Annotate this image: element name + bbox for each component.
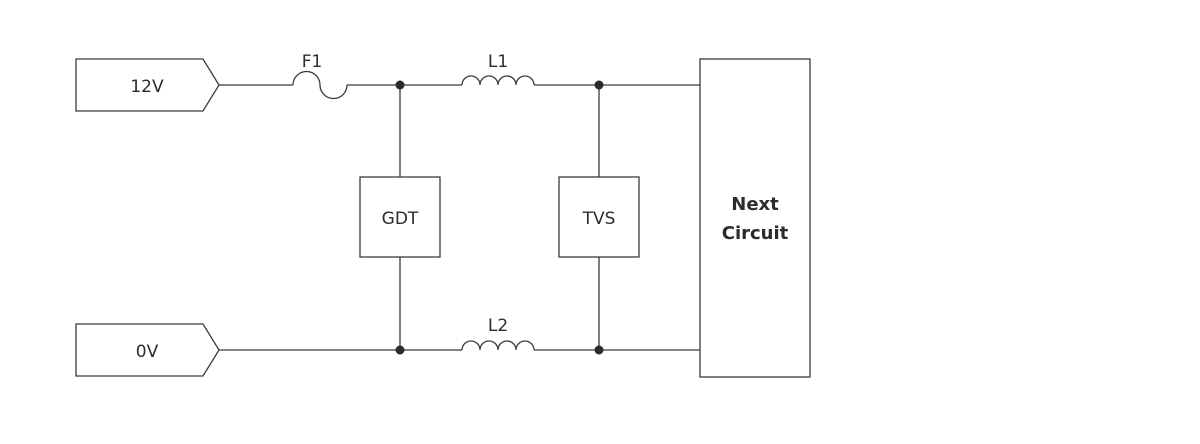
inductor-l1-label: L1 <box>488 52 508 72</box>
input-0v-tag <box>75 323 220 377</box>
tvs-box <box>558 176 640 258</box>
next-circuit-label-line2: Circuit <box>722 223 789 244</box>
inductor-l2-label: L2 <box>488 316 508 336</box>
gdt-box <box>359 176 441 258</box>
inductor-l1-symbol <box>461 75 535 86</box>
junction-dot <box>594 80 604 90</box>
input-0v: 0V <box>75 323 220 377</box>
input-0v-label: 0V <box>136 342 159 362</box>
fuse-symbol <box>292 70 348 100</box>
inductor-l2-symbol <box>461 340 535 351</box>
junction-dot <box>395 345 405 355</box>
next-circuit-box <box>699 58 811 378</box>
junction-dot <box>395 80 405 90</box>
next-circuit-label-line1: Next <box>731 194 779 215</box>
gdt-label: GDT <box>382 209 419 229</box>
input-12v-tag <box>75 58 220 112</box>
fuse-label: F1 <box>302 52 323 72</box>
tvs-label: TVS <box>582 209 616 229</box>
input-12v-label: 12V <box>130 77 164 97</box>
input-12v: 12V <box>75 58 220 112</box>
junction-dot <box>594 345 604 355</box>
